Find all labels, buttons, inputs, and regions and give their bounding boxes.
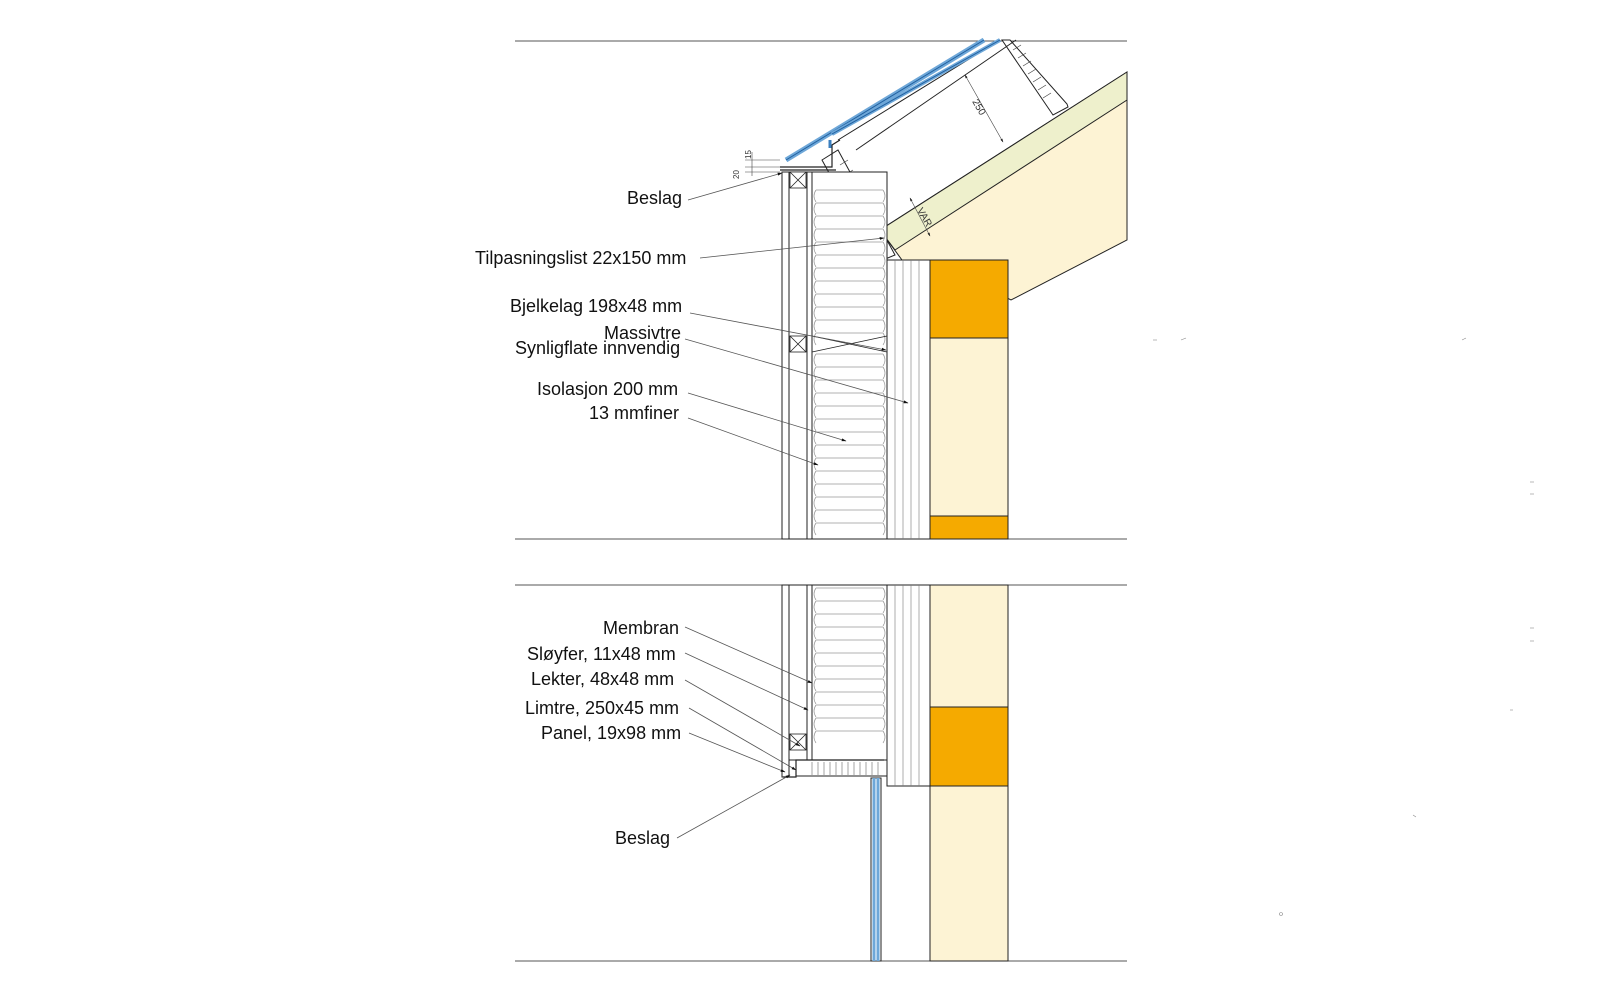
insulation-wave	[813, 202, 886, 216]
insulation-wave	[813, 405, 886, 419]
insulation-wave	[813, 652, 886, 666]
label-membran: Membran	[603, 618, 680, 638]
label-massivtre: Massivtre	[604, 323, 682, 343]
insulation-wave	[813, 418, 886, 432]
stray-marks	[1153, 337, 1534, 916]
wall-lower	[781, 584, 931, 787]
label-bjelkelag: Bjelkelag 198x48 mm	[510, 296, 683, 316]
clt-grain	[894, 260, 920, 786]
insulation-wave	[813, 483, 886, 497]
label-beslag-top: Beslag	[627, 188, 683, 208]
insulation-pattern	[813, 189, 886, 744]
roof-glazing	[784, 37, 1001, 163]
insulation-wave	[813, 215, 886, 229]
glulam-lower	[929, 584, 1009, 962]
sill-hatch	[811, 762, 879, 775]
top-flashing	[780, 139, 841, 171]
insulation-wave	[813, 522, 886, 536]
wall-upper	[781, 171, 931, 540]
label-beslag-bottom: Beslag	[615, 828, 671, 848]
insulation-wave	[813, 254, 886, 268]
insulation-wave	[813, 613, 886, 627]
dim-15: 15	[743, 150, 753, 159]
window-glazing	[870, 777, 882, 962]
insulation-wave	[813, 639, 886, 653]
insulation-wave	[813, 691, 886, 705]
glulam-upper	[929, 259, 1009, 540]
label-sloyfer: Sløyfer, 11x48 mm	[527, 644, 676, 664]
dim-20: 20	[731, 170, 741, 179]
leader-lines	[676, 172, 909, 839]
insulation-wave	[813, 293, 886, 307]
insulation-wave	[813, 587, 886, 601]
label-finer: 13 mmfiner	[589, 403, 680, 423]
insulation-wave	[813, 228, 886, 242]
label-lekter: Lekter, 48x48 mm	[531, 669, 675, 689]
insulation-wave	[813, 431, 886, 445]
insulation-wave	[813, 306, 886, 320]
insulation-wave	[813, 280, 886, 294]
insulation-wave	[813, 665, 886, 679]
insulation-wave	[813, 353, 886, 367]
label-panel: Panel, 19x98 mm	[541, 723, 682, 743]
label-tilpasningslist: Tilpasningslist 22x150 mm	[475, 248, 687, 268]
insulation-wave	[813, 470, 886, 484]
insulation-wave	[813, 730, 886, 744]
insulation-wave	[813, 678, 886, 692]
label-isolasjon: Isolasjon 200 mm	[537, 379, 679, 399]
insulation-wave	[813, 332, 886, 346]
insulation-wave	[813, 444, 886, 458]
insulation-wave	[813, 600, 886, 614]
insulation-wave	[813, 704, 886, 718]
label-synligflate: Synligflate innvendig	[515, 338, 681, 358]
insulation-wave	[813, 626, 886, 640]
insulation-wave	[813, 509, 886, 523]
insulation-wave	[813, 267, 886, 281]
insulation-wave	[813, 717, 886, 731]
label-limtre: Limtre, 250x45 mm	[525, 698, 680, 718]
insulation-wave	[813, 366, 886, 380]
insulation-wave	[813, 319, 886, 333]
dimension-lines	[745, 74, 1004, 237]
insulation-wave	[813, 189, 886, 203]
insulation-wave	[813, 496, 886, 510]
